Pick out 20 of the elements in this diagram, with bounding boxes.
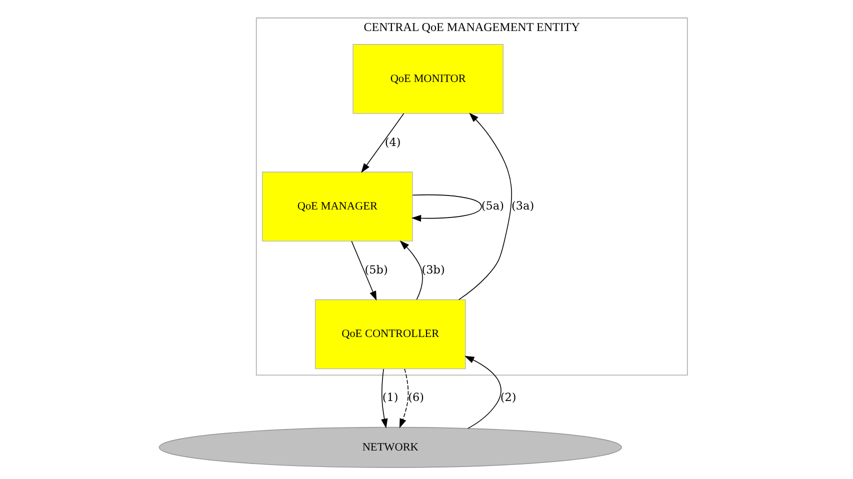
node-box: QoE CONTROLLER [314,299,466,370]
node-box: QoE MANAGER [262,172,413,242]
arrow [351,240,377,301]
node-ellipse: NETWORK [158,426,622,468]
edge-label: (1) [382,390,398,404]
edge-label: (3a) [512,200,534,213]
arrow [411,194,482,222]
edge-label: (6) [408,390,424,404]
edge-label: (2) [500,390,516,404]
edge-label: (4) [384,136,401,149]
arrow [464,356,502,429]
arrow [381,368,388,428]
edge-label: (5b) [364,263,388,276]
arrow [399,368,409,428]
arrow [361,113,404,173]
node-box: QoE MONITOR [352,44,504,114]
arrow [400,240,423,300]
edge-label: (5a) [481,200,504,213]
arrow [458,112,512,300]
edge-label: (3b) [422,263,445,276]
